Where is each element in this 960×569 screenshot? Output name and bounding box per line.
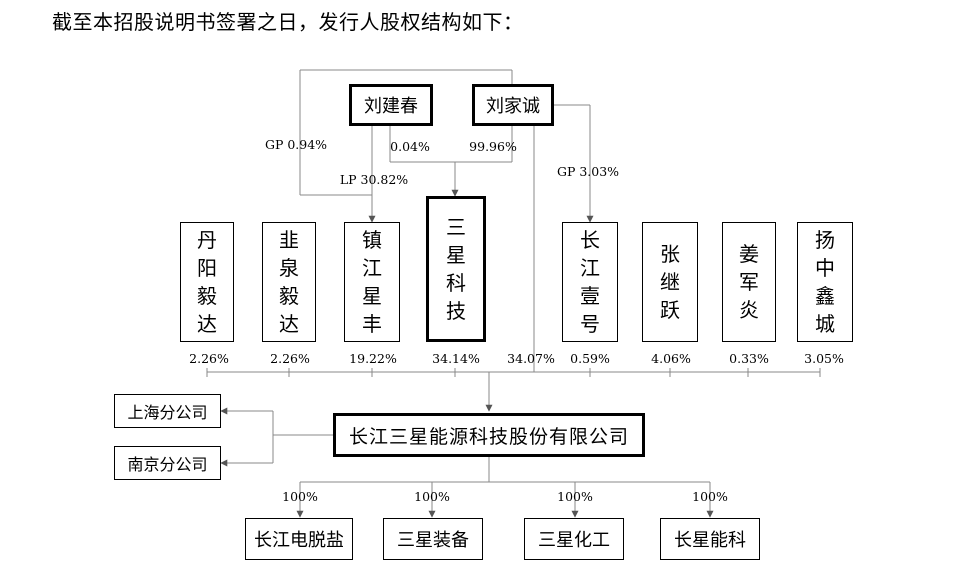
shareholder-pct: 4.06% [651,351,691,366]
subsidiary-box-sanxing-huagong: 三星化工 [524,518,624,560]
issuer-company-name: 长江三星能源科技股份有限公司 [348,425,629,448]
subsidiary-box-sanxing-zhuangbei: 三星装备 [383,518,483,560]
edge-label-004: 0.04% [390,139,430,154]
subsidiary-name: 长江电脱盐 [254,530,344,551]
shareholder-name: 扬中鑫城 [815,228,835,336]
controller-liu-jianchun: 刘建春 [349,84,433,126]
edge-label-9996: 99.96% [469,139,517,154]
shareholder-pct: 34.14% [432,351,480,366]
shareholder-name: 长江壹号 [580,228,600,336]
edge-label-lp-3082: LP 30.82% [339,172,409,187]
shareholder-pct: 0.59% [570,351,610,366]
subsidiary-box-changjiang-dian-tuoyan: 长江电脱盐 [245,518,353,560]
branch-box-nanjing: 南京分公司 [114,446,221,480]
shareholder-box-zhenjiang-xingfeng: 镇江星丰 [344,222,400,342]
controller-liu-jianchun-label: 刘建春 [364,96,418,117]
shareholder-box-jiquan-yida: 韭泉毅达 [262,222,316,342]
page-title: 截至本招股说明书签署之日，发行人股权结构如下： [52,10,524,34]
controller-liu-jiacheng-label: 刘家诚 [486,96,540,117]
shareholder-box-changjiang-yihao: 长江壹号 [562,222,618,342]
subsidiary-name: 长星能科 [674,530,746,551]
subsidiary-name: 三星化工 [538,530,610,551]
subsidiary-box-changxing-nengke: 长星能科 [660,518,760,560]
shareholder-name: 丹阳毅达 [197,228,217,336]
edge-label-gp-303: GP 3.03% [556,164,620,179]
shareholder-pct: 3.05% [804,351,844,366]
shareholder-name: 姜军炎 [739,242,759,322]
shareholder-box-zhang-jiyue: 张继跃 [642,222,698,342]
branch-box-shanghai: 上海分公司 [114,394,221,428]
shareholder-box-danyang-yida: 丹阳毅达 [180,222,234,342]
shareholder-name: 三星科技 [446,215,466,323]
branch-name: 南京分公司 [127,455,208,474]
shareholder-box-sanxing-tech: 三星科技 [426,196,486,342]
subsidiary-pct: 100% [557,489,593,504]
shareholder-name: 韭泉毅达 [279,228,299,336]
issuer-company-box: 长江三星能源科技股份有限公司 [333,413,645,457]
subsidiary-pct: 100% [282,489,318,504]
shareholder-pct: 19.22% [349,351,397,366]
branch-name: 上海分公司 [127,403,208,422]
shareholder-name: 镇江星丰 [362,228,382,336]
shareholder-box-jiang-junyan: 姜军炎 [722,222,776,342]
shareholder-name: 张继跃 [660,242,680,322]
shareholder-pct: 2.26% [270,351,310,366]
controller-liu-jiacheng: 刘家诚 [472,84,554,126]
subsidiary-pct: 100% [692,489,728,504]
shareholder-box-yangzhong-xincheng: 扬中鑫城 [797,222,853,342]
shareholder-pct: 34.07% [507,351,555,366]
subsidiary-pct: 100% [414,489,450,504]
edge-label-gp-094: GP 0.94% [264,137,328,152]
shareholder-pct: 2.26% [189,351,229,366]
subsidiary-name: 三星装备 [397,530,469,551]
shareholder-pct: 0.33% [729,351,769,366]
